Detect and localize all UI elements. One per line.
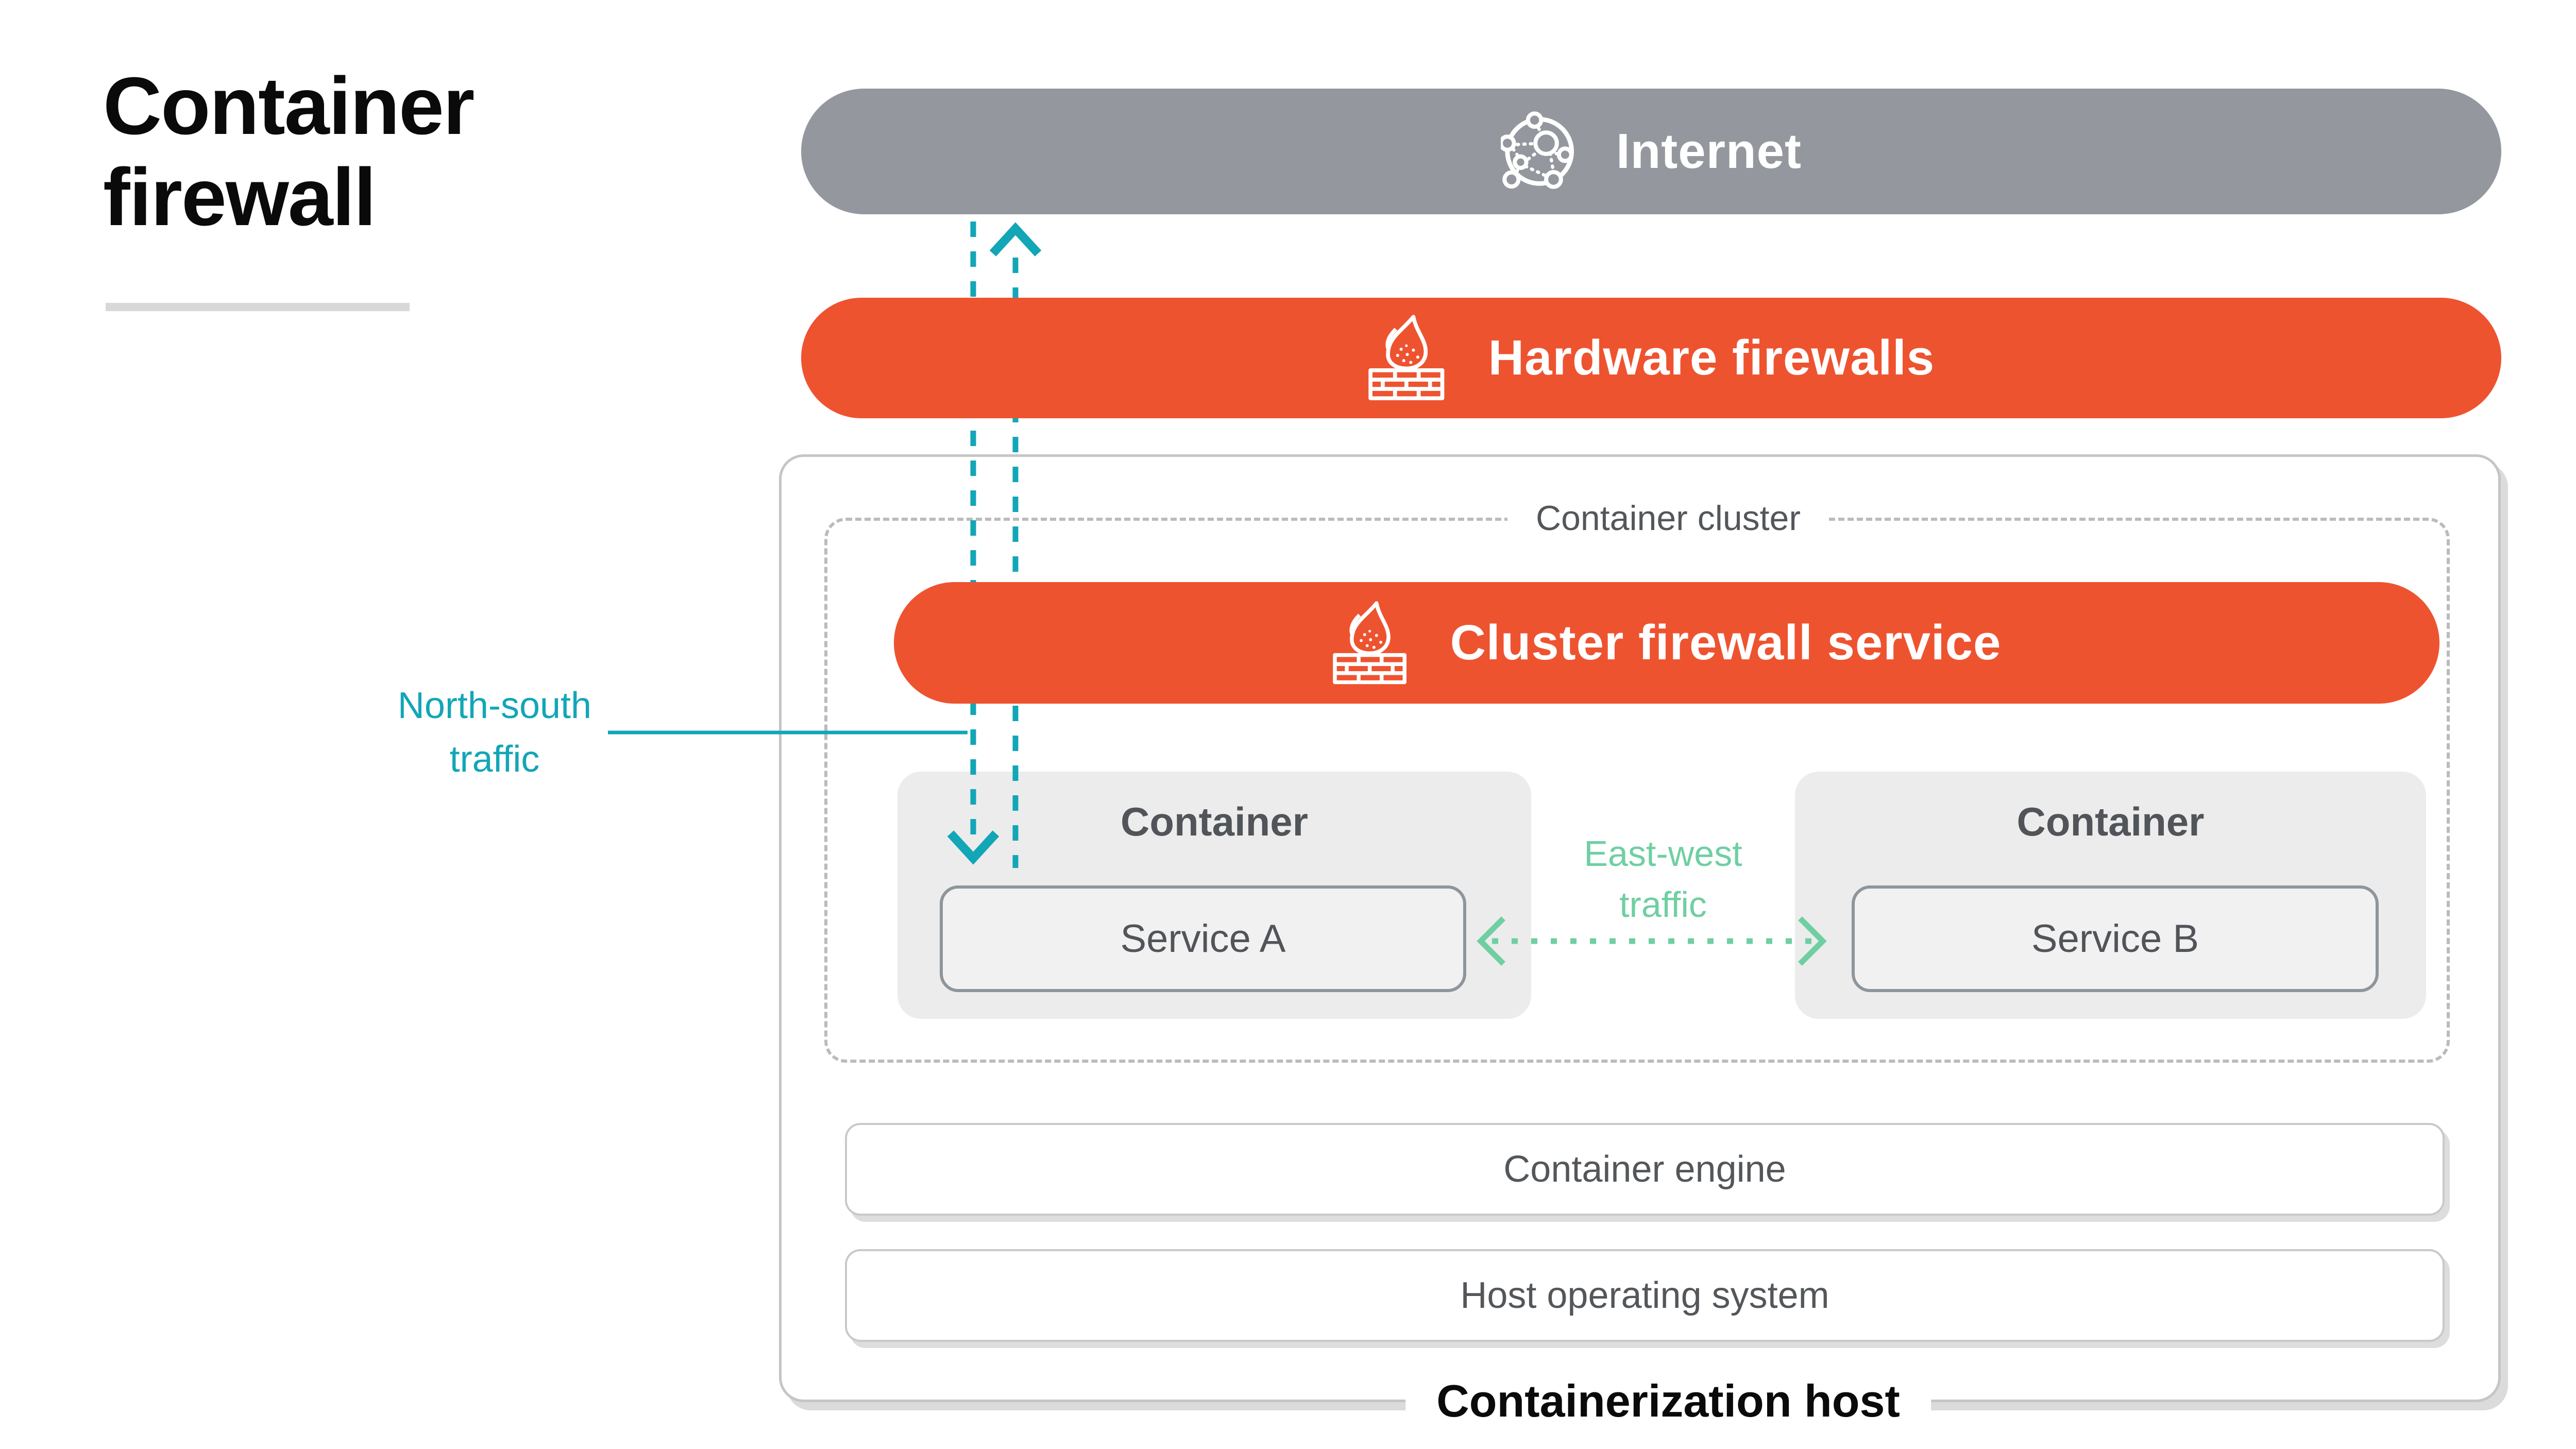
- service-a-label: Service A: [1120, 917, 1286, 961]
- east-west-line1: East-west: [1584, 833, 1742, 874]
- internet-bar: Internet: [801, 89, 2501, 214]
- page-title: Container firewall: [103, 61, 474, 243]
- north-south-line2: traffic: [449, 739, 540, 780]
- cluster-firewall-service-bar: Cluster firewall service: [894, 582, 2439, 704]
- service-a-box: Service A: [940, 885, 1466, 992]
- globe-network-icon: [1500, 111, 1574, 189]
- hardware-firewalls-label: Hardware firewalls: [1488, 330, 1935, 385]
- internet-label: Internet: [1616, 124, 1802, 179]
- host-operating-system-label: Host operating system: [1460, 1275, 1829, 1316]
- container-engine-label: Container engine: [1503, 1149, 1786, 1190]
- container-engine-bar: Container engine: [845, 1123, 2445, 1216]
- hardware-firewalls-bar: Hardware firewalls: [801, 298, 2501, 418]
- container-cluster-label: Container cluster: [1507, 495, 1829, 542]
- page-title-line1: Container: [103, 61, 474, 151]
- north-south-traffic-label: North-south traffic: [319, 679, 670, 787]
- container-a-label: Container: [1120, 799, 1309, 844]
- host-operating-system-bar: Host operating system: [845, 1249, 2445, 1342]
- page-title-line2: firewall: [103, 151, 376, 243]
- container-b-box: Container Service B: [1795, 772, 2426, 1019]
- north-south-line1: North-south: [397, 685, 592, 726]
- containerization-host-label: Containerization host: [1405, 1371, 1931, 1431]
- container-b-label: Container: [2016, 799, 2205, 844]
- arrow-up-icon: [989, 222, 1042, 257]
- service-b-box: Service B: [1852, 885, 2379, 992]
- container-a-box: Container Service A: [897, 772, 1531, 1019]
- cluster-firewall-service-label: Cluster firewall service: [1450, 615, 2002, 670]
- firewall-flame-icon: [1332, 601, 1406, 684]
- east-west-line2: traffic: [1619, 884, 1707, 925]
- east-west-traffic-label: East-west traffic: [1509, 828, 1818, 931]
- firewall-flame-icon: [1368, 315, 1445, 401]
- service-b-label: Service B: [2031, 917, 2199, 961]
- title-underline: [106, 303, 410, 311]
